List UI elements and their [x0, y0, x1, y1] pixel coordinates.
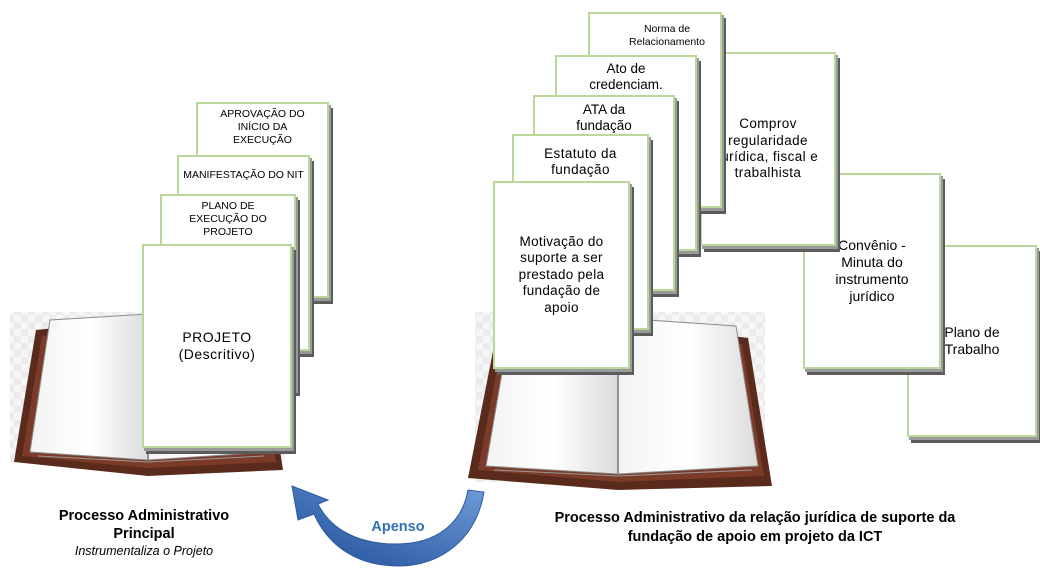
- card-comprov: Comprov regularidade jurídica, fiscal e …: [700, 52, 836, 246]
- left-process-title-line1: Processo Administrativo: [58, 508, 230, 524]
- card-ata-text: ATA da fundação: [576, 102, 632, 134]
- card-plano-trabalho-text: Plano de Trabalho: [944, 323, 1000, 357]
- card-comprov-text: Comprov regularidade jurídica, fiscal e …: [717, 116, 819, 181]
- left-process-caption: Processo Administrativo Principal Instru…: [16, 508, 272, 558]
- apenso-label: Apenso: [371, 519, 425, 535]
- card-motivacao-text: Motivação do suporte a ser prestado pela…: [518, 233, 605, 315]
- left-process-title-line2: Principal: [113, 526, 175, 542]
- card-motivacao: Motivação do suporte a ser prestado pela…: [493, 181, 630, 369]
- card-aprovacao-text: APROVAÇÃO DO INÍCIO DA EXECUÇÃO: [220, 108, 305, 146]
- right-process-title-line2: fundação de apoio em projeto da ICT: [627, 529, 883, 545]
- card-estatuto-text: Estatuto da fundação: [544, 146, 617, 178]
- card-manifestacao-text: MANIFESTAÇÃO DO NIT: [183, 169, 304, 181]
- card-plano-execucao-text: PLANO DE EXECUÇÃO DO PROJETO: [189, 200, 267, 238]
- left-process-subtitle: Instrumentaliza o Projeto: [74, 544, 214, 558]
- apenso-arrow: [291, 485, 485, 567]
- card-norma-text: Norma de Relacionamento: [629, 23, 705, 48]
- card-projeto: PROJETO (Descritivo): [142, 244, 292, 448]
- right-process-caption: Processo Administrativo da relação juríd…: [500, 510, 1010, 545]
- right-process-title-line1: Processo Administrativo da relação juríd…: [554, 510, 956, 526]
- card-projeto-text: PROJETO (Descritivo): [178, 328, 256, 362]
- card-convenio-text: Convênio - Minuta do instrumento jurídic…: [835, 236, 909, 305]
